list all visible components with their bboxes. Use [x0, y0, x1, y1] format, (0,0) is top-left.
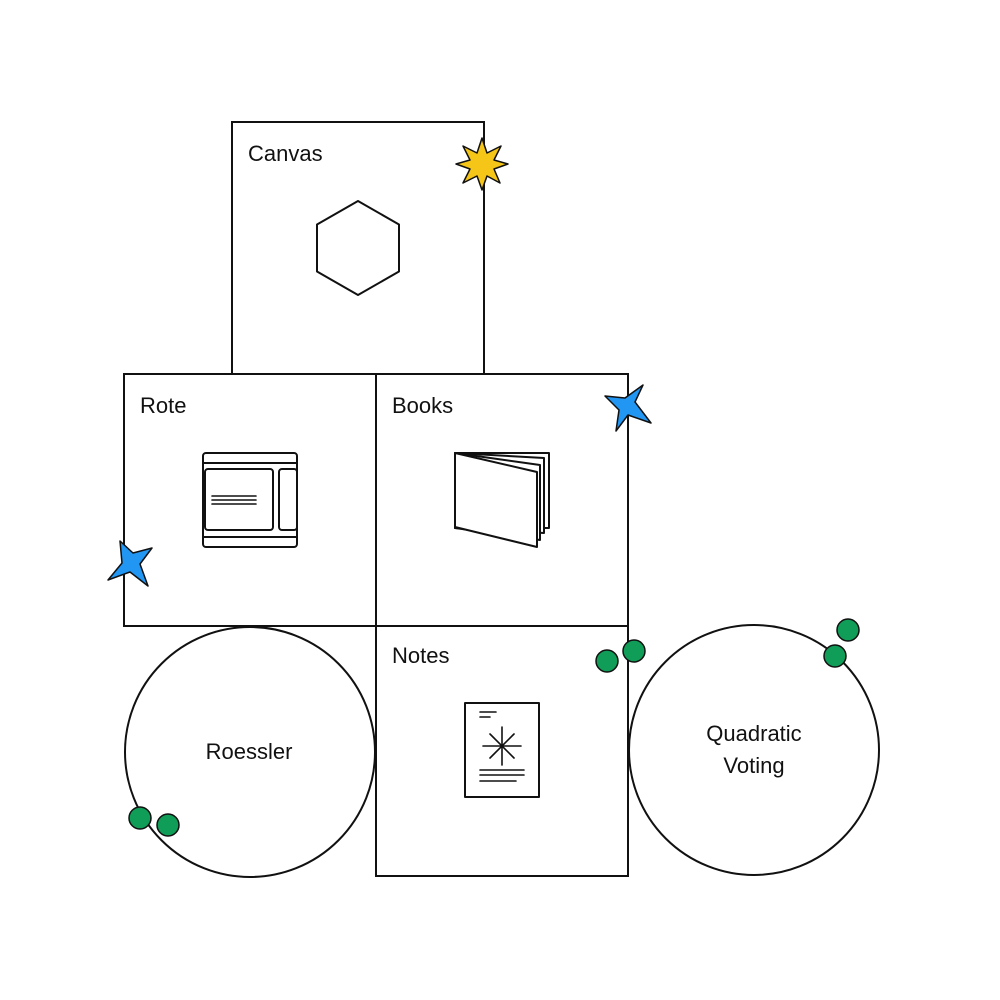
circle-quadratic-voting[interactable]: Quadratic Voting: [628, 624, 880, 876]
tile-books[interactable]: Books: [375, 373, 629, 627]
green-dots-roessler: [128, 806, 180, 837]
circle-quadratic-voting-label-line2: Voting: [723, 753, 784, 778]
blue-star-icon: [604, 384, 652, 432]
tile-rote-label: Rote: [140, 393, 186, 418]
open-book-icon: [454, 452, 550, 548]
yellow-star-icon: [455, 137, 509, 191]
tile-canvas-label: Canvas: [248, 141, 323, 166]
browser-window-icon: [202, 452, 298, 548]
hexagon-icon: [316, 200, 400, 296]
document-sparkle-icon: [464, 702, 540, 798]
green-dots-quadratic-voting: [823, 618, 860, 668]
circle-quadratic-voting-label-line1: Quadratic: [706, 721, 801, 746]
circle-roessler[interactable]: Roessler: [124, 626, 376, 878]
tile-rote[interactable]: Rote: [123, 373, 377, 627]
tile-books-label: Books: [392, 393, 453, 418]
tile-notes[interactable]: Notes: [375, 625, 629, 877]
circle-roessler-label: Roessler: [206, 739, 293, 764]
green-dots-notes: [595, 639, 646, 673]
tile-notes-label: Notes: [392, 643, 449, 668]
blue-star-icon: [107, 540, 153, 587]
tile-canvas[interactable]: Canvas: [231, 121, 485, 375]
